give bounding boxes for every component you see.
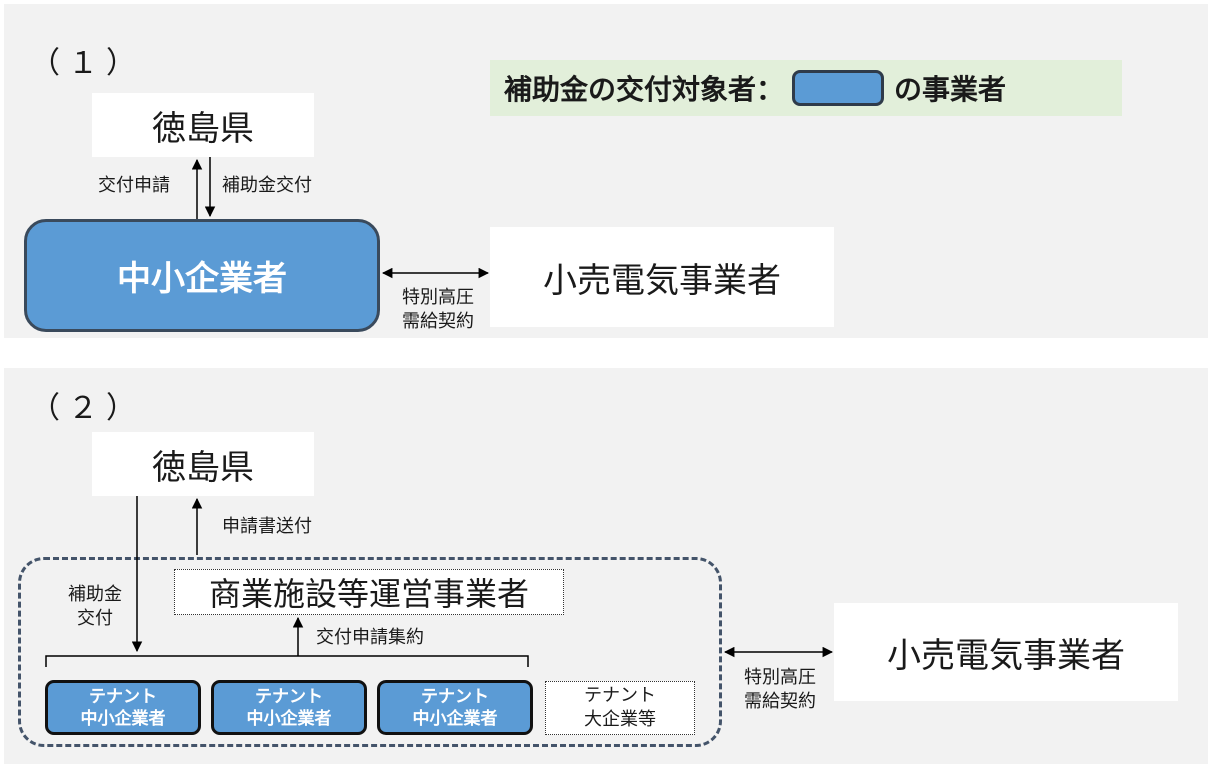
grant-line1-2: 補助金 [68, 584, 122, 605]
section2-number: （２） [30, 391, 144, 426]
tenant-bracket [45, 655, 529, 667]
tenant-2-line2: 中小企業者 [246, 708, 332, 729]
contract-label-2: 特別高圧 需給契約 [730, 666, 830, 714]
prefecture-box-2: 徳島県 [92, 432, 314, 496]
operator-group [18, 557, 722, 747]
legend-prefix: 補助金の交付対象者： [504, 73, 785, 106]
sme-label: 中小企業者 [117, 259, 287, 299]
operator-box: 商業施設等運営事業者 [174, 569, 564, 615]
contract-line1-1: 特別高圧 [402, 287, 474, 308]
prefecture-label-2: 徳島県 [152, 447, 254, 488]
large-tenant-box: テナント 大企業等 [545, 681, 695, 735]
tenant-sme-3: テナント 中小企業者 [377, 680, 533, 735]
large-tenant-line1: テナント [584, 685, 656, 706]
contract-line2-1: 需給契約 [402, 311, 474, 332]
grant-label-1: 補助金交付 [222, 175, 312, 196]
tenant-2-line1: テナント [255, 686, 323, 707]
contract-label-1: 特別高圧 需給契約 [388, 286, 488, 334]
legend: 補助金の交付対象者： の事業者 [490, 60, 1122, 116]
section1-number: （１） [30, 46, 144, 81]
apply-label-1: 交付申請 [98, 175, 170, 196]
tenant-sme-1: テナント 中小企業者 [45, 680, 201, 735]
retailer-box-1: 小売電気事業者 [490, 227, 834, 327]
tenant-3-line2: 中小企業者 [412, 708, 498, 729]
collect-label: 交付申請集約 [316, 627, 424, 648]
retailer-label-2: 小売電気事業者 [887, 635, 1125, 676]
prefecture-label-1: 徳島県 [152, 108, 254, 149]
tenant-sme-2: テナント 中小企業者 [211, 680, 367, 735]
retailer-label-1: 小売電気事業者 [543, 260, 781, 301]
tenant-3-line1: テナント [421, 686, 489, 707]
grant-line2-2: 交付 [77, 608, 113, 629]
contract-line2-2: 需給契約 [744, 691, 816, 712]
legend-swatch [792, 70, 885, 106]
send-label-2: 申請書送付 [222, 516, 312, 537]
grant-label-2: 補助金 交付 [58, 583, 132, 631]
operator-label: 商業施設等運営事業者 [208, 575, 529, 613]
large-tenant-line2: 大企業等 [584, 709, 656, 730]
legend-suffix: の事業者 [894, 73, 1007, 106]
tenant-1-line1: テナント [89, 686, 157, 707]
retailer-box-2: 小売電気事業者 [834, 603, 1178, 701]
prefecture-box-1: 徳島県 [92, 93, 314, 157]
sme-box: 中小企業者 [24, 219, 380, 332]
contract-line1-2: 特別高圧 [744, 667, 816, 688]
tenant-1-line2: 中小企業者 [80, 708, 166, 729]
